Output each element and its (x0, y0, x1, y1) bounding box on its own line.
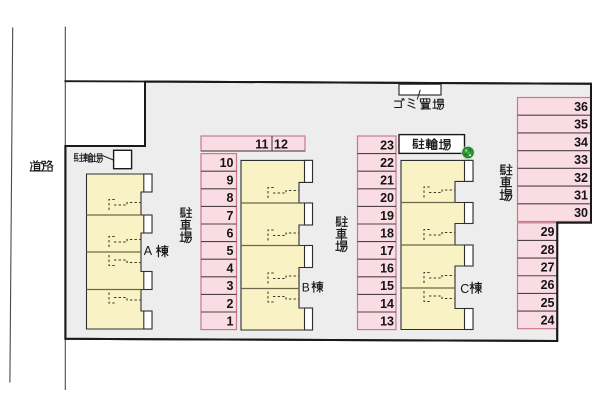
svg-text:4: 4 (227, 262, 234, 276)
svg-text:B: B (302, 280, 310, 294)
svg-text:1: 1 (227, 314, 234, 328)
svg-text:9: 9 (227, 174, 234, 188)
svg-text:24: 24 (541, 313, 555, 327)
svg-text:C: C (460, 282, 469, 296)
svg-text:15: 15 (380, 279, 394, 293)
svg-text:28: 28 (541, 243, 555, 257)
svg-text:A: A (144, 244, 153, 258)
svg-text:16: 16 (380, 262, 394, 276)
svg-text:5: 5 (227, 244, 234, 258)
svg-text:27: 27 (541, 261, 555, 275)
svg-text:36: 36 (574, 100, 588, 114)
svg-text:18: 18 (380, 226, 394, 240)
svg-text:12: 12 (274, 137, 288, 151)
svg-text:25: 25 (541, 296, 555, 310)
svg-text:34: 34 (574, 135, 588, 149)
svg-text:35: 35 (574, 118, 588, 132)
svg-text:3: 3 (227, 279, 234, 293)
svg-text:32: 32 (574, 171, 588, 185)
svg-text:14: 14 (380, 297, 394, 311)
svg-text:2: 2 (227, 297, 234, 311)
svg-text:22: 22 (380, 156, 394, 170)
svg-text:13: 13 (380, 314, 394, 328)
svg-text:31: 31 (574, 189, 588, 203)
svg-text:19: 19 (380, 209, 394, 223)
svg-text:30: 30 (574, 206, 588, 220)
svg-text:10: 10 (220, 156, 234, 170)
svg-text:8: 8 (227, 191, 234, 205)
svg-text:17: 17 (380, 244, 394, 258)
svg-text:33: 33 (574, 153, 588, 167)
svg-text:6: 6 (227, 226, 234, 240)
svg-text:23: 23 (380, 138, 394, 152)
svg-text:11: 11 (255, 137, 268, 151)
svg-text:7: 7 (227, 209, 234, 223)
svg-text:26: 26 (541, 278, 555, 292)
svg-text:20: 20 (380, 191, 394, 205)
svg-text:21: 21 (380, 174, 394, 188)
svg-text:29: 29 (541, 225, 555, 239)
